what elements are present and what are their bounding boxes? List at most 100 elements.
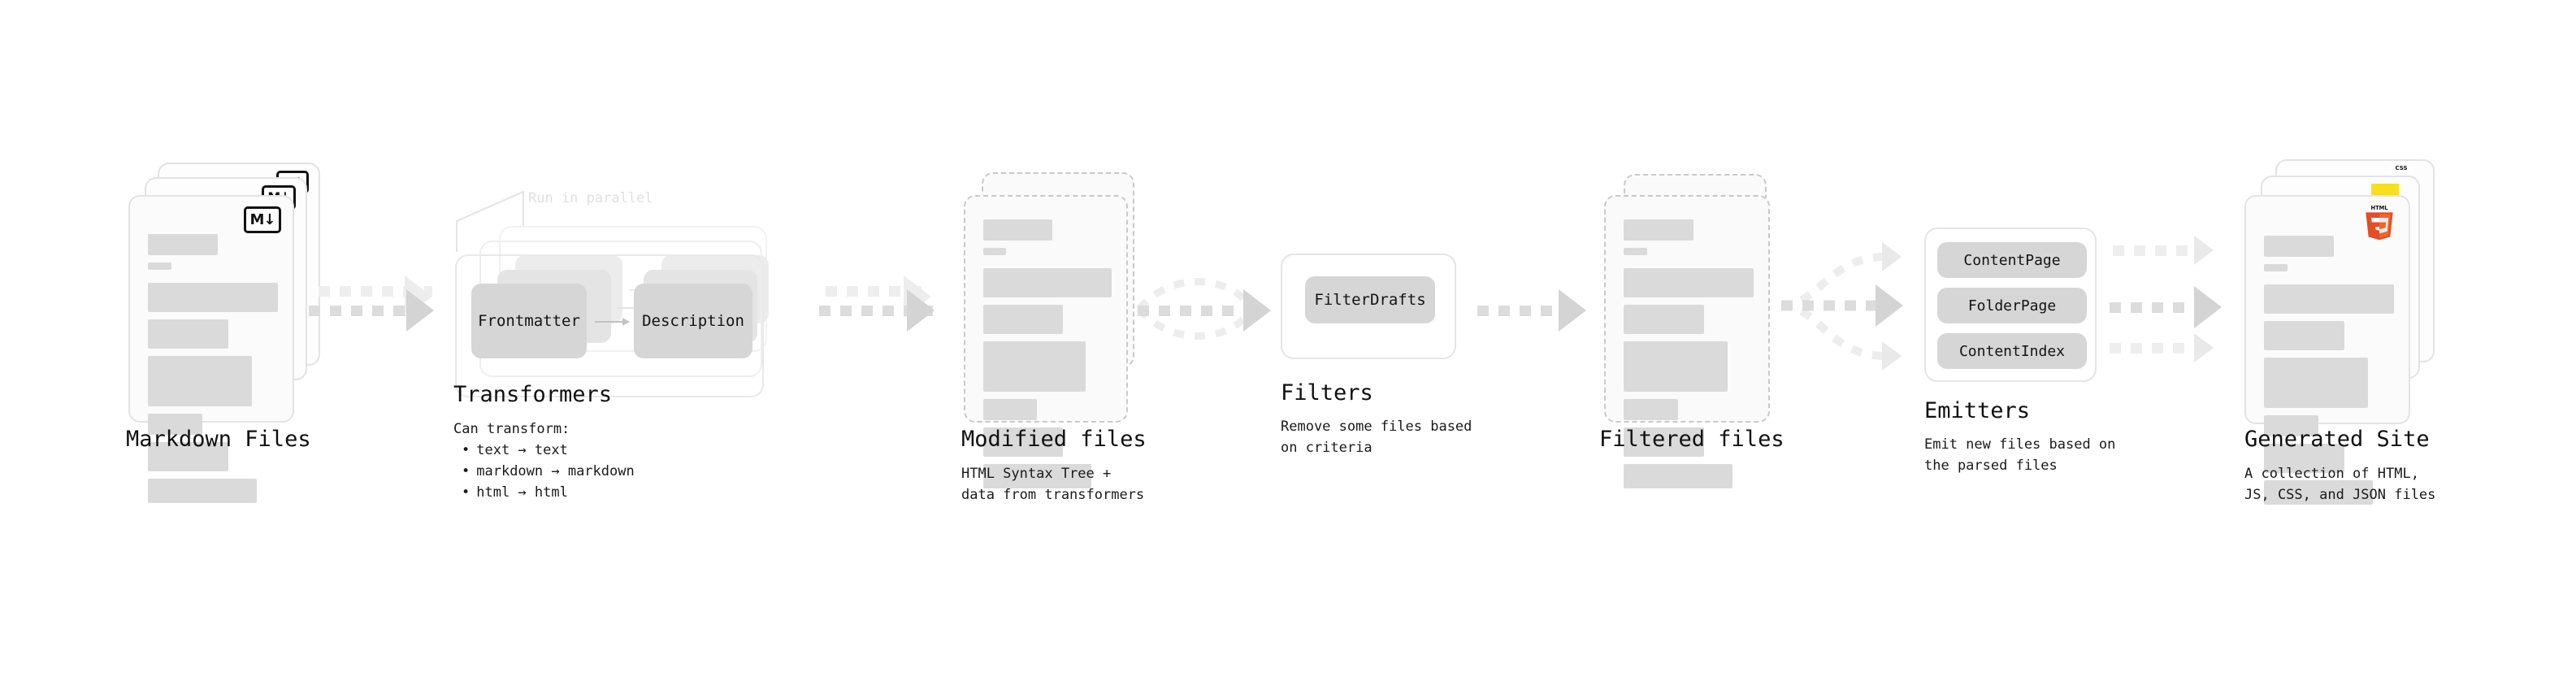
markdown-icon-label: M↓ (249, 210, 276, 228)
file-content-placeholder (148, 234, 278, 510)
transformer-pill-label: Description (642, 312, 744, 330)
css3-icon-label: CSS (2395, 165, 2408, 171)
placeholder-bar (148, 442, 229, 471)
placeholder-bar (2264, 415, 2319, 436)
modified-files-title: Modified files (961, 427, 1147, 452)
modified-files-description: HTML Syntax Tree + data from transformer… (961, 463, 1144, 505)
filter-pill-filterdrafts[interactable]: FilterDrafts (1305, 276, 1435, 323)
placeholder-bar (2264, 444, 2345, 473)
description-line: JS, CSS, and JSON files (2244, 487, 2436, 503)
arrow-dash-faint (2113, 245, 2199, 256)
placeholder-bar (1624, 219, 1694, 241)
arrow-head-faint (2194, 236, 2214, 265)
run-in-parallel-bracket (456, 190, 524, 252)
arrow-dash (309, 306, 431, 316)
arrow-head (1559, 289, 1586, 332)
markdown-files-title: Markdown Files (126, 427, 311, 452)
transformers-intro: Can transform: (453, 421, 570, 437)
emitters-title: Emitters (1924, 398, 2031, 423)
arrow-head-faint (1882, 242, 1902, 271)
transformers-title: Transformers (453, 382, 613, 407)
placeholder-bar (1624, 268, 1754, 297)
arrow-head (1876, 284, 1903, 327)
transformer-pill-frontmatter[interactable]: Frontmatter (471, 284, 587, 358)
filtered-file-card-front (1604, 195, 1770, 488)
placeholder-bar (148, 283, 278, 312)
placeholder-bar (148, 262, 171, 270)
file-content-placeholder (2264, 236, 2394, 512)
placeholder-bar (148, 479, 258, 503)
placeholder-bar (983, 305, 1063, 334)
description-line: HTML Syntax Tree + (961, 466, 1112, 482)
placeholder-bar (983, 341, 1086, 392)
list-item: html → html (462, 482, 635, 503)
transformer-panel-front: Frontmatter Description (455, 254, 764, 397)
placeholder-bar (1624, 399, 1679, 420)
transformer-pill-description[interactable]: Description (634, 284, 752, 358)
placeholder-bar (983, 248, 1007, 255)
placeholder-bar (2264, 321, 2345, 350)
modified-file-card-front (964, 195, 1128, 488)
arrow-head (2194, 286, 2222, 328)
placeholder-bar (148, 319, 229, 349)
emitter-pill-folderpage[interactable]: FolderPage (1937, 288, 2087, 323)
arrow-dash (1138, 306, 1251, 316)
transformer-flow-arrow (595, 318, 630, 326)
arrow-dash-faint (319, 286, 432, 297)
arrow-dash-faint (2110, 343, 2199, 354)
arrow-head (907, 289, 935, 332)
emitter-pill-label: FolderPage (1967, 297, 2057, 314)
filters-box: FilterDrafts (1281, 254, 1456, 359)
placeholder-bar (1624, 464, 1733, 488)
arrow-lens-faint (1136, 278, 1253, 340)
placeholder-bar (2264, 264, 2288, 271)
arrow-head-faint (2194, 333, 2214, 362)
placeholder-bar (148, 356, 252, 406)
arrow-head (1243, 289, 1271, 332)
emitter-pill-contentpage[interactable]: ContentPage (1937, 242, 2087, 278)
description-line: Emit new files based on (1924, 436, 2116, 453)
placeholder-bar (983, 268, 1112, 297)
arrow-dash (819, 306, 933, 316)
emitter-pill-label: ContentPage (1963, 251, 2061, 269)
filtered-files-title: Filtered files (1599, 427, 1785, 452)
placeholder-bar (983, 399, 1038, 420)
placeholder-bar (2264, 358, 2368, 408)
emitters-description: Emit new files based on the parsed files (1924, 434, 2115, 476)
arrow-dash (2110, 302, 2202, 313)
placeholder-bar (148, 414, 203, 435)
placeholder-bar (983, 464, 1091, 488)
arrow-dash (1477, 306, 1583, 316)
transformers-description: Can transform: text → text markdown → ma… (453, 419, 635, 503)
file-content-placeholder (983, 219, 1112, 496)
generated-site-description: A collection of HTML, JS, CSS, and JSON … (2244, 463, 2435, 505)
list-item: text → text (462, 440, 635, 461)
placeholder-bar (983, 219, 1053, 241)
description-line: Remove some files based (1281, 419, 1472, 435)
markdown-icon: M↓ (244, 206, 281, 233)
placeholder-bar (1624, 305, 1705, 334)
html5-icon: HTML (2366, 205, 2393, 241)
transformers-bullet-list: text → text markdown → markdown html → h… (462, 440, 635, 503)
filter-pill-label: FilterDrafts (1314, 291, 1426, 309)
description-line: A collection of HTML, (2244, 466, 2419, 482)
arrow-head (406, 289, 434, 332)
placeholder-bar (148, 234, 219, 255)
emitters-box: ContentPage FolderPage ContentIndex (1924, 228, 2097, 382)
run-in-parallel-label: Run in parallel (528, 190, 653, 206)
list-item: markdown → markdown (462, 461, 634, 482)
description-line: the parsed files (1924, 458, 2058, 474)
placeholder-bar (2264, 284, 2394, 314)
generated-file-card-front: HTML (2244, 195, 2410, 505)
description-line: data from transformers (961, 487, 1145, 503)
placeholder-bar (983, 427, 1063, 457)
emitter-pill-contentindex[interactable]: ContentIndex (1937, 333, 2087, 369)
filters-title: Filters (1281, 380, 1373, 406)
description-line: on criteria (1281, 440, 1373, 456)
arrow-head-faint (1882, 341, 1902, 371)
arrow-fanout (1780, 253, 1886, 360)
svg-text:HTML: HTML (2371, 205, 2389, 211)
javascript-icon (2371, 184, 2399, 197)
placeholder-bar (1624, 248, 1647, 255)
